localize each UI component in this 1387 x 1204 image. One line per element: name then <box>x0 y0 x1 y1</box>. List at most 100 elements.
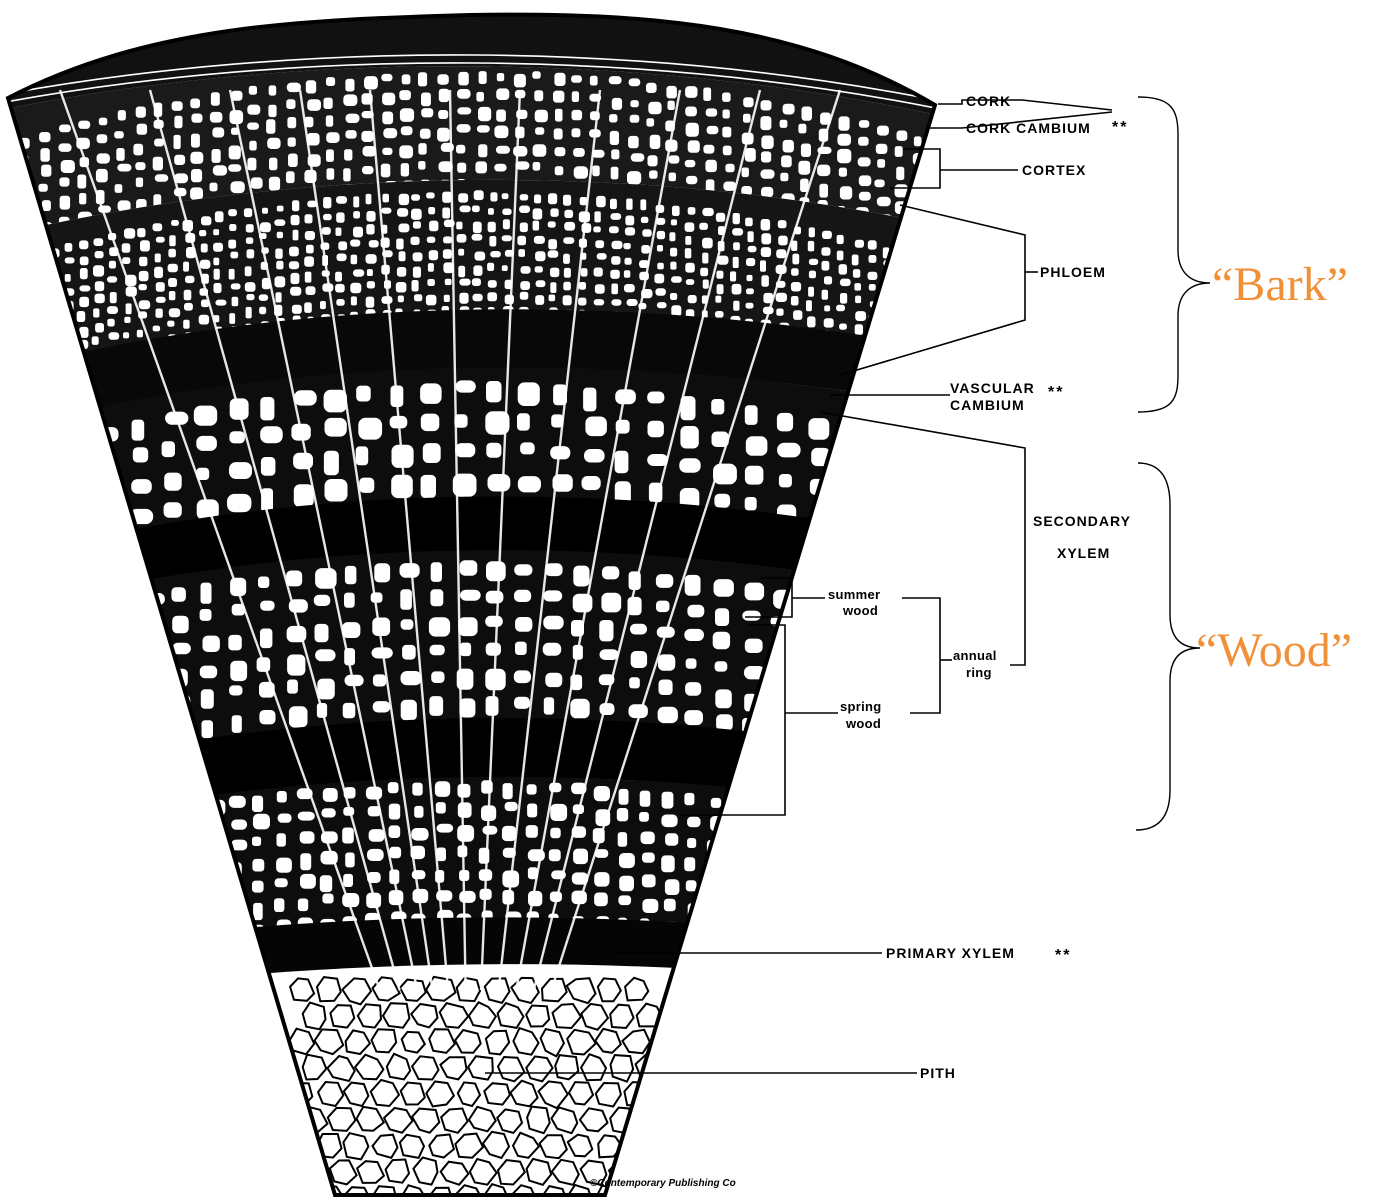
cell <box>913 383 919 389</box>
cell <box>396 282 407 293</box>
cell <box>892 911 906 928</box>
cell <box>3 266 15 279</box>
cell <box>383 194 390 203</box>
cell <box>896 273 906 286</box>
cell <box>824 815 839 831</box>
cell <box>892 891 909 900</box>
cell <box>515 617 532 632</box>
cell <box>246 294 254 300</box>
cell <box>841 428 863 442</box>
cell <box>24 875 37 885</box>
pith-cell <box>625 1133 650 1159</box>
cell <box>593 226 601 232</box>
cell <box>527 784 537 794</box>
cell <box>894 255 908 267</box>
cell <box>231 947 247 963</box>
cell <box>429 221 438 232</box>
cell <box>275 276 286 287</box>
cell <box>167 321 174 327</box>
cell <box>353 196 359 207</box>
cell <box>231 881 241 891</box>
cell <box>22 209 35 223</box>
cell <box>535 127 544 135</box>
cell <box>647 392 664 404</box>
cell <box>771 725 783 743</box>
cell <box>4 681 19 702</box>
cell <box>79 193 86 204</box>
cell <box>4 449 19 464</box>
cell <box>77 400 88 410</box>
cell <box>486 561 506 581</box>
cell <box>799 960 809 969</box>
cell <box>2 389 8 395</box>
cell <box>266 119 275 133</box>
cell <box>650 135 661 149</box>
cell <box>714 494 730 508</box>
cell <box>641 217 649 223</box>
cell <box>612 241 623 249</box>
cell <box>201 583 212 604</box>
cell <box>801 623 816 640</box>
cell <box>771 696 786 713</box>
cell <box>711 798 721 808</box>
cell <box>761 187 773 197</box>
cell <box>153 223 163 231</box>
cell <box>107 276 117 282</box>
cell <box>366 224 374 234</box>
cell <box>514 564 532 575</box>
cell <box>229 313 235 324</box>
cell <box>116 876 130 888</box>
cell <box>421 93 431 107</box>
cell <box>896 167 904 180</box>
cell <box>870 328 877 337</box>
cell <box>362 166 374 174</box>
cell <box>145 673 163 694</box>
cell <box>913 284 922 293</box>
cell <box>473 294 483 302</box>
cell <box>783 140 794 153</box>
cell <box>916 896 933 909</box>
cell <box>837 134 851 146</box>
cell <box>207 884 217 901</box>
cell <box>69 842 79 851</box>
cell <box>570 699 589 719</box>
cell <box>247 105 260 115</box>
cell <box>931 317 937 327</box>
cell <box>89 740 107 755</box>
cell <box>343 703 356 718</box>
cell <box>396 239 403 250</box>
cell <box>4 317 12 325</box>
cell <box>397 267 406 277</box>
cell <box>715 661 728 671</box>
cell <box>69 907 79 919</box>
cell <box>366 194 372 204</box>
cell <box>276 261 283 270</box>
cell <box>47 849 56 862</box>
cell <box>707 925 722 940</box>
cell <box>0 484 13 507</box>
cell <box>802 919 812 928</box>
cell <box>38 256 51 269</box>
cell <box>412 783 422 796</box>
cell <box>2 902 14 912</box>
cell <box>96 169 108 183</box>
cell <box>456 222 462 230</box>
cell <box>344 593 355 608</box>
cell <box>574 166 588 179</box>
cell <box>799 808 819 828</box>
cell <box>275 249 282 259</box>
cell <box>210 183 218 192</box>
cell <box>914 325 925 333</box>
cell <box>642 874 656 887</box>
cell <box>399 194 409 205</box>
cell <box>874 465 893 483</box>
cell <box>914 136 922 146</box>
cell <box>201 244 208 253</box>
cell <box>742 748 754 763</box>
cell <box>418 161 425 170</box>
cell <box>1 304 11 313</box>
cell <box>190 99 200 109</box>
cell <box>711 399 724 415</box>
cell <box>960 427 971 437</box>
cell <box>612 98 622 110</box>
